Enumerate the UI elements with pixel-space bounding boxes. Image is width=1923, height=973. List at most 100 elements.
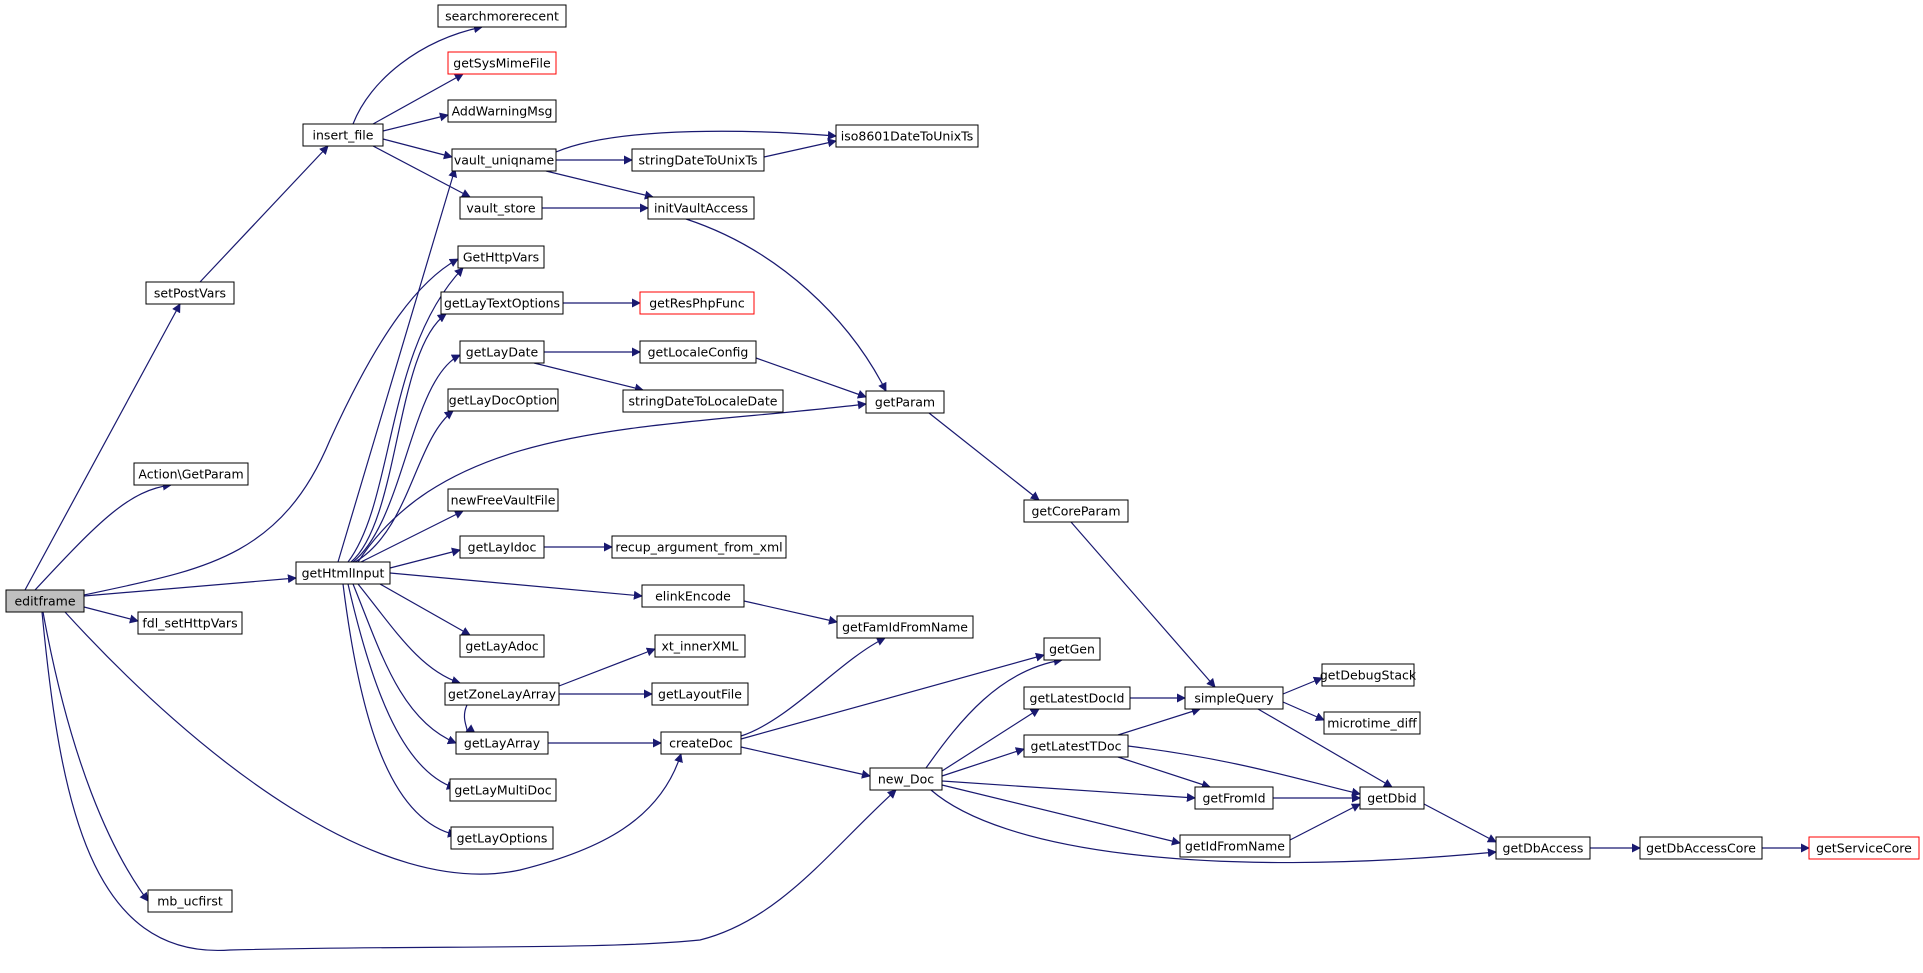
node-box: [455, 731, 549, 755]
node-new-free-vault-file[interactable]: newFreeVaultFile: [447, 488, 559, 512]
node-get-layout-file[interactable]: getLayoutFile: [651, 682, 749, 706]
node-init-vault-access[interactable]: initVaultAccess: [647, 196, 755, 220]
call-edge: [685, 218, 887, 392]
node-label: getLayOptions: [457, 831, 548, 846]
node-box: [133, 462, 249, 486]
node-get-http-vars[interactable]: GetHttpVars: [457, 245, 545, 269]
node-label: vault_store: [466, 201, 536, 216]
call-edge: [352, 583, 457, 745]
node-get-gen[interactable]: getGen: [1043, 637, 1101, 661]
node-box: [641, 584, 745, 608]
node-get-dbid[interactable]: getDbid: [1359, 786, 1425, 810]
node-label: getLayDate: [466, 345, 539, 360]
node-label: getLocaleConfig: [648, 345, 749, 360]
node-box: [1359, 786, 1425, 810]
node-add-warning-msg[interactable]: AddWarningMsg: [447, 99, 557, 123]
node-label: getHtmlInput: [302, 566, 385, 581]
call-edge: [357, 400, 867, 563]
node-box: [1495, 836, 1591, 860]
node-microtime-diff[interactable]: microtime_diff: [1323, 711, 1421, 735]
node-label: getFamIdFromName: [842, 620, 968, 635]
node-xt-inner-xml[interactable]: xt_innerXML: [654, 634, 746, 658]
node-insert-file[interactable]: insert_file: [302, 123, 384, 147]
node-box: [1023, 686, 1131, 710]
node-string-date-to-unix-ts[interactable]: stringDateToUnixTs: [631, 148, 765, 172]
node-action-get-param[interactable]: Action\GetParam: [133, 462, 249, 486]
node-get-param[interactable]: getParam: [865, 390, 945, 414]
node-box: [1194, 786, 1274, 810]
node-get-lay-date[interactable]: getLayDate: [459, 340, 545, 364]
node-box: [444, 682, 560, 706]
call-edge: [743, 600, 838, 625]
node-iso8601-date-to-unix-ts[interactable]: iso8601DateToUnixTs: [835, 124, 979, 148]
node-label: getLayIdoc: [468, 540, 537, 555]
node-mb-ucfirst[interactable]: mb_ucfirst: [147, 889, 233, 913]
call-edge: [337, 168, 458, 563]
call-edge: [42, 611, 149, 902]
node-get-lay-multi-doc[interactable]: getLayMultiDoc: [449, 778, 557, 802]
call-edge: [558, 647, 656, 687]
node-label: getLatestDocId: [1030, 691, 1125, 706]
node-label: getFromId: [1202, 791, 1265, 806]
node-box: [447, 388, 559, 412]
node-elink-encode[interactable]: elinkEncode: [641, 584, 745, 608]
node-get-lay-doc-option[interactable]: getLayDocOption: [447, 388, 559, 412]
node-set-post-vars[interactable]: setPostVars: [145, 281, 235, 305]
call-edge: [347, 583, 456, 790]
node-editframe[interactable]: editframe: [5, 589, 85, 613]
node-get-debug-stack[interactable]: getDebugStack: [1320, 663, 1417, 687]
edges: [24, 24, 1810, 951]
call-edge: [555, 130, 837, 153]
node-get-zone-lay-array[interactable]: getZoneLayArray: [444, 682, 560, 706]
node-vault-uniqname[interactable]: vault_uniqname: [451, 148, 557, 172]
node-label: iso8601DateToUnixTs: [841, 129, 974, 144]
node-get-from-id[interactable]: getFromId: [1194, 786, 1274, 810]
node-get-locale-config[interactable]: getLocaleConfig: [639, 340, 757, 364]
node-get-sys-mime-file[interactable]: getSysMimeFile: [447, 51, 557, 75]
node-simple-query[interactable]: simpleQuery: [1184, 686, 1284, 710]
node-get-lay-options[interactable]: getLayOptions: [450, 826, 554, 850]
call-edge: [545, 170, 654, 200]
node-get-html-input[interactable]: getHtmlInput: [295, 561, 391, 585]
node-get-lay-text-options[interactable]: getLayTextOptions: [440, 291, 564, 315]
node-searchmorerecent[interactable]: searchmorerecent: [437, 4, 567, 28]
node-get-core-param[interactable]: getCoreParam: [1023, 499, 1129, 523]
node-label: insert_file: [313, 128, 374, 143]
call-edge: [199, 145, 329, 283]
node-label: editframe: [14, 594, 75, 609]
node-box: [459, 196, 543, 220]
node-get-lay-idoc[interactable]: getLayIdoc: [459, 535, 545, 559]
node-get-res-php-func[interactable]: getResPhpFunc: [639, 291, 755, 315]
node-string-date-to-locale-date[interactable]: stringDateToLocaleDate: [622, 389, 784, 413]
node-fdl-set-http-vars[interactable]: fdl_setHttpVars: [137, 611, 243, 635]
node-create-doc[interactable]: createDoc: [660, 731, 742, 755]
node-box: [447, 488, 559, 512]
node-get-lay-array[interactable]: getLayArray: [455, 731, 549, 755]
node-box: [459, 340, 545, 364]
call-edge: [1423, 803, 1497, 843]
node-vault-store[interactable]: vault_store: [459, 196, 543, 220]
node-label: recup_argument_from_xml: [615, 540, 782, 555]
node-label: getLayAdoc: [465, 639, 538, 654]
node-get-lay-adoc[interactable]: getLayAdoc: [459, 634, 545, 658]
node-box: [865, 390, 945, 414]
node-get-id-from-name[interactable]: getIdFromName: [1179, 834, 1291, 858]
node-label: xt_innerXML: [661, 639, 738, 654]
call-edge: [930, 789, 1497, 864]
node-get-db-access-core[interactable]: getDbAccessCore: [1639, 836, 1763, 860]
call-edge: [740, 637, 886, 737]
node-label: stringDateToUnixTs: [639, 153, 758, 168]
node-get-fam-id-from-name[interactable]: getFamIdFromName: [836, 615, 974, 639]
node-recup-argument-from-xml[interactable]: recup_argument_from_xml: [611, 535, 787, 559]
node-new-doc[interactable]: new_Doc: [869, 767, 943, 791]
node-get-latest-doc-id[interactable]: getLatestDocId: [1023, 686, 1131, 710]
node-get-latest-tdoc[interactable]: getLatestTDoc: [1023, 734, 1129, 758]
node-get-service-core[interactable]: getServiceCore: [1808, 836, 1920, 860]
node-label: getDbAccessCore: [1646, 841, 1756, 856]
node-label: getLayoutFile: [658, 687, 742, 702]
node-label: initVaultAccess: [654, 201, 748, 216]
call-edge: [1257, 708, 1393, 788]
call-edge: [740, 652, 1045, 740]
node-get-db-access[interactable]: getDbAccess: [1495, 836, 1591, 860]
